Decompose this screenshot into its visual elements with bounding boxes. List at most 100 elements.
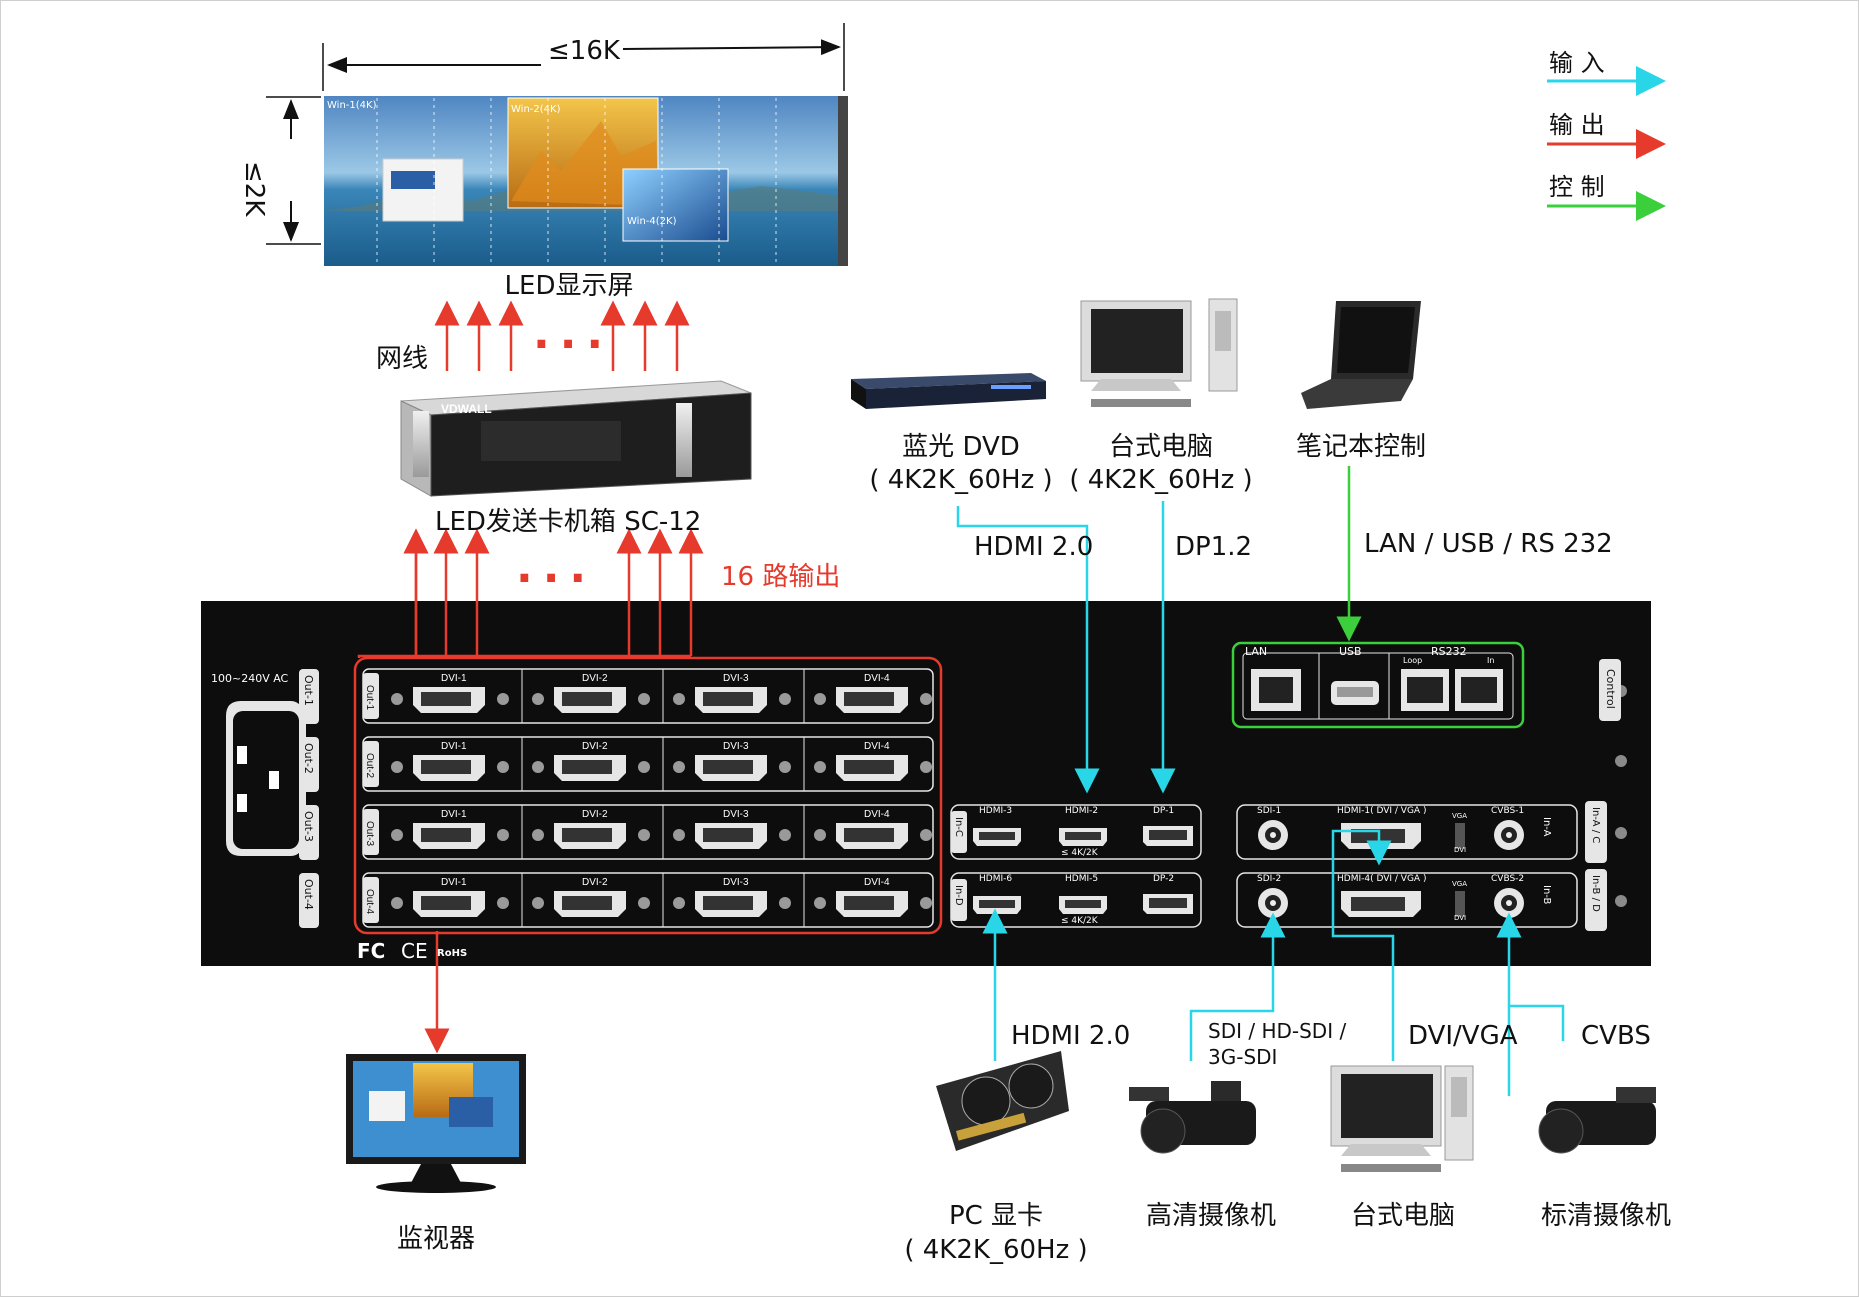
input-c-port-3: DP-1 [1153, 806, 1175, 816]
led-height-label: ≤2K [239, 161, 269, 217]
legend-input-label: 输 入 [1549, 49, 1605, 77]
cert-rohs: RoHS [437, 948, 468, 959]
led-window-1-label: Win-1(4K) [327, 100, 377, 111]
input-a-port-2: HDMI-1( DVI / VGA ) [1337, 806, 1427, 816]
control-block-outline [1231, 641, 1525, 729]
led-width-label: ≤16K [548, 36, 620, 66]
input-a-port-1: SDI-1 [1257, 806, 1282, 816]
cert-fc: FC [357, 939, 386, 963]
desktop-bottom-link-label: DVI/VGA [1408, 1021, 1518, 1051]
legend-output-label: 输 出 [1549, 111, 1605, 139]
slot-ac-label: In-A / C [1590, 807, 1601, 844]
input-b-port-1: SDI-2 [1257, 874, 1282, 884]
network-arrows [434, 300, 690, 371]
legend [1547, 66, 1666, 221]
bottom-input-arrows [982, 829, 1565, 1096]
input-a-switch-dvi: DVI [1454, 846, 1467, 854]
slot-bd-label: In-B / D [1590, 875, 1601, 912]
hdcam-link-label-line1: SDI / HD-SDI / [1208, 1019, 1347, 1043]
dvi-port-label: DVI-2 [582, 809, 608, 820]
bluray-caption: 蓝光 DVD [902, 432, 1020, 462]
power-socket [226, 701, 306, 856]
gpu-link-label: HDMI 2.0 [1011, 1021, 1131, 1051]
output-row-side-label: Out-4 [302, 879, 315, 910]
monitor-caption: 监视器 [396, 1224, 476, 1254]
output-row-inner-label: Out-2 [364, 753, 375, 778]
legend-control-label: 控 制 [1549, 173, 1605, 201]
dvi-port-label: DVI-3 [723, 741, 749, 752]
led-window-4 [622, 168, 729, 242]
led-window-2-label: Win-2(4K) [511, 104, 561, 115]
input-d-note: ≤ 4K/2K [1061, 916, 1098, 926]
desktop-top-link-label: DP1.2 [1175, 532, 1253, 562]
input-cd-block [950, 804, 1202, 928]
sender-brand: VDWALL [441, 402, 492, 416]
output-ellipsis: ··· [516, 553, 597, 604]
dvi-port-label: DVI-2 [582, 673, 608, 684]
dvi-port-label: DVI-1 [441, 877, 467, 888]
input-b-port-2: HDMI-4( DVI / VGA ) [1337, 874, 1427, 884]
input-d-port-3: DP-2 [1153, 874, 1175, 884]
desktop-pc-top-icon [1080, 298, 1238, 407]
output-arrows [357, 528, 704, 1054]
output-block-outline [353, 656, 943, 935]
input-d-port-2: HDMI-5 [1065, 874, 1099, 884]
dvi-port-label: DVI-4 [864, 877, 890, 888]
dvi-port-label: DVI-1 [441, 741, 467, 752]
output-row-inner-label: Out-3 [364, 821, 375, 846]
output-count-label: 16 路输出 [721, 562, 841, 592]
dvi-port-label: DVI-4 [864, 809, 890, 820]
input-a-port-3: CVBS-1 [1491, 806, 1525, 816]
dvi-port-label: DVI-3 [723, 673, 749, 684]
monitor-icon [346, 1054, 526, 1193]
laptop-link-label: LAN / USB / RS 232 [1364, 529, 1613, 559]
dvi-port-label: DVI-2 [582, 877, 608, 888]
control-port-lan: LAN [1245, 645, 1268, 658]
sd-camcorder-icon [1538, 1087, 1656, 1154]
laptop-caption: 笔记本控制 [1295, 432, 1427, 462]
output-row-inner-label: Out-1 [364, 685, 375, 710]
control-ports [1251, 669, 1503, 711]
input-a-switch-vga: VGA [1452, 812, 1468, 820]
gpu-subcaption: ( 4K2K_60Hz ) [904, 1235, 1088, 1265]
input-b-switch-dvi: DVI [1454, 914, 1467, 922]
hd-camcorder-icon [1129, 1081, 1256, 1154]
sdcam-link-label: CVBS [1581, 1021, 1651, 1051]
cert-ce: CE [401, 939, 428, 963]
led-sender-box: VDWALL [400, 380, 752, 497]
input-b-port-3: CVBS-2 [1491, 874, 1525, 884]
led-window-4-label: Win-4(2K) [627, 216, 677, 227]
gpu-caption: PC 显卡 [948, 1201, 1044, 1231]
led-wall [266, 23, 848, 266]
input-b-side: In-B [1541, 885, 1552, 905]
dvi-port-label: DVI-1 [441, 673, 467, 684]
output-row-side-label: Out-2 [302, 743, 315, 774]
input-b-switch-vga: VGA [1452, 880, 1468, 888]
control-port-rs232: RS232 [1431, 645, 1467, 658]
dvi-port-label: DVI-4 [864, 741, 890, 752]
dvi-port-label: DVI-3 [723, 809, 749, 820]
input-a-side: In-A [1541, 817, 1552, 837]
led-window-3 [382, 158, 464, 222]
control-sub-loop: Loop [1403, 656, 1423, 665]
dvi-port-label: DVI-1 [441, 809, 467, 820]
bluray-subcaption: ( 4K2K_60Hz ) [869, 465, 1053, 495]
control-slot-label: Control [1604, 669, 1617, 709]
input-d-side: In-D [953, 885, 964, 906]
graphics-card-icon [936, 1051, 1069, 1151]
input-ab-block [1236, 801, 1607, 931]
dvi-port-label: DVI-4 [864, 673, 890, 684]
input-c-port-1: HDMI-3 [979, 806, 1013, 816]
laptop-icon [1301, 301, 1421, 409]
input-c-note: ≤ 4K/2K [1061, 848, 1098, 858]
network-label: 网线 [376, 344, 429, 374]
hdcam-caption: 高清摄像机 [1145, 1201, 1277, 1231]
input-c-side: In-C [953, 817, 964, 837]
desktop-top-caption: 台式电脑 [1108, 432, 1214, 462]
input-d-port-1: HDMI-6 [979, 874, 1013, 884]
dvi-port-label: DVI-3 [723, 877, 749, 888]
output-row-inner-label: Out-4 [364, 889, 375, 914]
